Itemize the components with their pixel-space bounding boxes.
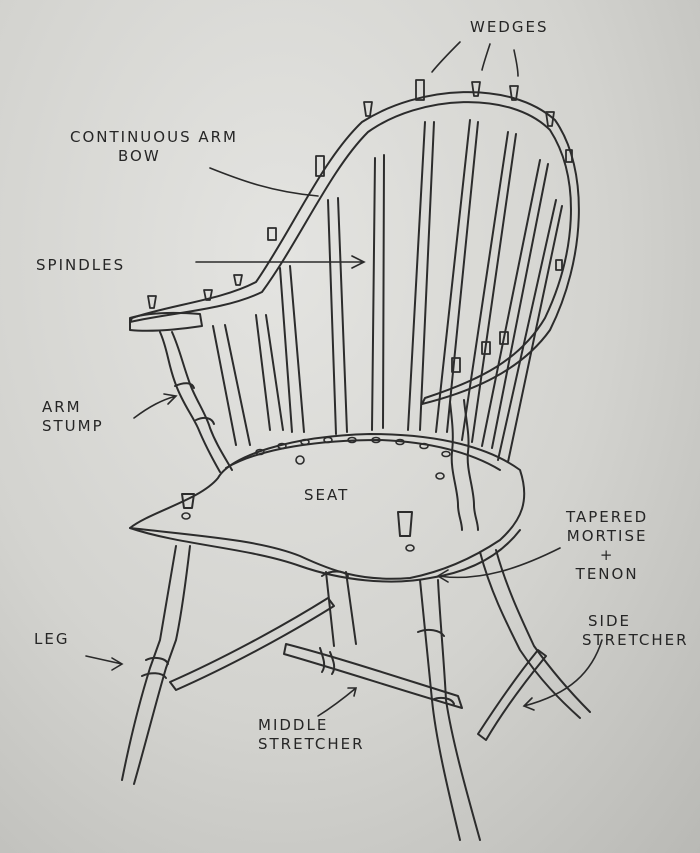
label-middle-stretcher-line-1: MIDDLE	[258, 716, 329, 734]
back-right-leg	[479, 549, 591, 719]
label-arm-stump-line-1: ARM	[42, 398, 82, 416]
label-seat-text: SEAT	[304, 486, 350, 504]
label-spindles-text: SPINDLES	[36, 256, 126, 274]
seat-holes	[181, 436, 451, 552]
front-left-leg	[121, 545, 191, 785]
label-arm-bow-line-1: CONTINUOUS ARM	[70, 128, 238, 146]
seat-wedge-left	[181, 493, 195, 509]
label-mortise-line-3: +	[599, 546, 615, 564]
middle-stretcher-pointer	[317, 687, 358, 717]
label-leg: LEG	[34, 630, 69, 648]
label-arm-bow: CONTINUOUS ARM BOW	[70, 128, 238, 166]
wedges	[147, 79, 573, 373]
label-mortise-line-4: TENON	[575, 565, 639, 583]
left-side-stretcher	[169, 597, 335, 691]
mortise-pointer	[436, 547, 561, 583]
label-arm-stump: ARM STUMP	[42, 398, 104, 436]
label-seat: SEAT	[304, 486, 349, 504]
wedges-arrow-left	[431, 41, 461, 73]
label-wedges-text: WEDGES	[470, 18, 549, 36]
spindles-pointer	[195, 255, 366, 269]
middle-stretcher	[283, 643, 463, 709]
label-middle-stretcher-line-2: STRETCHER	[258, 735, 365, 753]
label-leg-text: LEG	[34, 630, 70, 648]
left-arm-stump	[159, 331, 233, 473]
leader-lines	[85, 41, 603, 717]
right-arm-stump	[449, 399, 479, 531]
label-side-stretcher-line-2: STRETCHER	[582, 631, 689, 649]
wedges-arrow-mid	[481, 43, 491, 71]
seat-wedge-right	[397, 511, 413, 537]
front-right-leg	[419, 579, 481, 841]
label-spindles: SPINDLES	[36, 256, 125, 274]
label-arm-stump-line-2: STUMP	[42, 417, 104, 435]
arm-bow-pointer	[209, 167, 319, 197]
right-side-stretcher	[477, 649, 547, 741]
label-mortise: TAPERED MORTISE + TENON	[566, 508, 648, 584]
label-wedges: WEDGES	[470, 18, 548, 36]
leg-pointer	[85, 655, 124, 671]
side-stretcher-pointer	[522, 639, 603, 711]
label-middle-stretcher: MIDDLE STRETCHER	[258, 716, 365, 754]
left-stump-turning	[174, 382, 215, 425]
arm-stump-pointer	[133, 393, 178, 419]
label-arm-bow-line-2: BOW	[118, 147, 161, 165]
label-mortise-line-2: MORTISE	[566, 527, 648, 545]
label-mortise-line-1: TAPERED	[566, 508, 649, 526]
back-left-leg	[321, 570, 357, 647]
wedges-arrow-right	[513, 49, 519, 77]
label-side-stretcher: SIDE STRETCHER	[582, 612, 689, 650]
spindles	[212, 119, 563, 463]
left-arm-rest	[129, 311, 203, 332]
label-side-stretcher-line-1: SIDE	[588, 612, 631, 630]
seat-edge	[129, 527, 521, 583]
